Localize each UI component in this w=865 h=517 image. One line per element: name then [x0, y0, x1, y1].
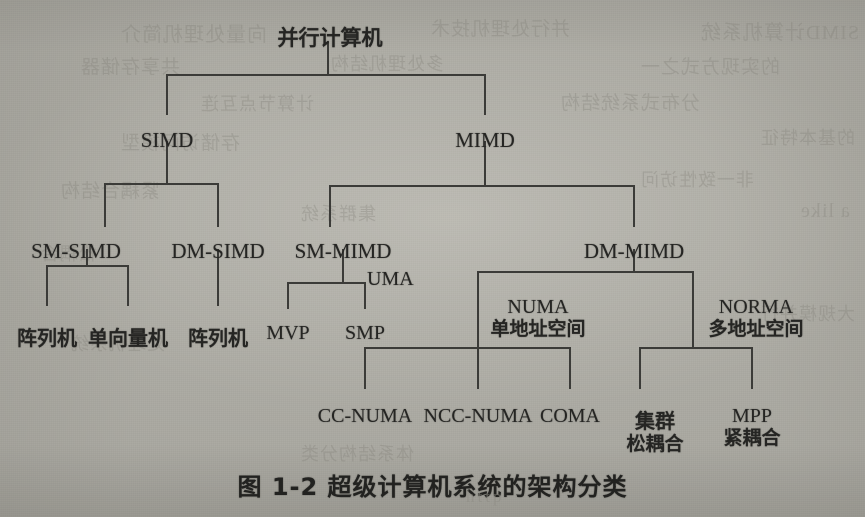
- tree-node-array-machine-2: 阵列机: [188, 322, 248, 351]
- tree-node-smp: SMP: [345, 322, 385, 345]
- node-label: CC-NUMA: [317, 405, 413, 427]
- figure-caption: 图 1-2 超级计算机系统的架构分类: [237, 473, 628, 501]
- tree-node-root: 并行计算机: [278, 22, 383, 52]
- tree-node-cluster: 集群松耦合: [626, 405, 683, 455]
- node-label: NUMA: [507, 296, 569, 318]
- tree-node-mvp: MVP: [266, 322, 309, 345]
- node-sublabel: 紧耦合: [723, 427, 781, 449]
- tree-node-array-machine-1: 阵列机: [17, 322, 77, 351]
- node-label: MVP: [266, 322, 310, 344]
- tree-node-cc-numa: CC-NUMA: [318, 405, 412, 428]
- node-label: MIMD: [455, 128, 515, 152]
- tree-node-sm-mimd: SM-MIMD: [295, 239, 392, 264]
- node-label: NORMA: [718, 296, 794, 318]
- watermark-text: http: [466, 487, 505, 506]
- node-sublabel: 松耦合: [626, 433, 684, 455]
- tree-node-coma: COMA: [540, 405, 600, 428]
- node-label: 并行计算机: [277, 26, 383, 50]
- node-label: DM-SIMD: [171, 239, 265, 263]
- node-label: 集群: [634, 409, 675, 433]
- tree-node-dm-simd: DM-SIMD: [171, 239, 264, 264]
- tree-node-uni-vector: 单向量机: [88, 322, 168, 351]
- tree-node-simd: SIMD: [141, 128, 194, 153]
- node-label: SIMD: [140, 128, 194, 152]
- node-label: 单向量机: [88, 326, 168, 350]
- node-label: SM-MIMD: [294, 239, 392, 263]
- node-label: 阵列机: [188, 326, 248, 350]
- node-sublabel: 多地址空间: [708, 318, 804, 340]
- node-label: 阵列机: [17, 326, 77, 350]
- node-label: NCC-NUMA: [423, 405, 533, 427]
- node-label: SM-SIMD: [31, 239, 121, 263]
- tree-node-dm-mimd: DM-MIMD: [584, 239, 684, 264]
- node-label: DM-MIMD: [583, 239, 685, 263]
- node-label: MPP: [731, 405, 773, 427]
- node-label: COMA: [539, 405, 601, 427]
- tree-node-ncc-numa: NCC-NUMA: [424, 405, 533, 428]
- tree-annotation-uma: UMA: [367, 268, 414, 290]
- node-sublabel: 单地址空间: [490, 318, 586, 340]
- tree-node-mimd: MIMD: [455, 128, 515, 153]
- node-label: SMP: [344, 322, 386, 344]
- tree-node-sm-simd: SM-SIMD: [31, 239, 121, 264]
